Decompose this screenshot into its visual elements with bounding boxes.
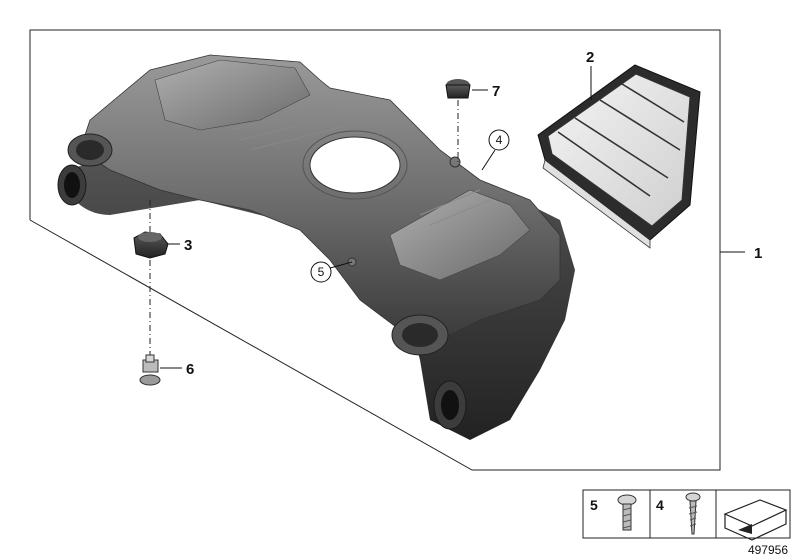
callout-4: 4 (496, 133, 503, 147)
fastener-legend: 5 4 (582, 489, 791, 541)
grommet-part (445, 79, 471, 99)
assembly-frame (29, 29, 721, 471)
air-filter-element (537, 64, 701, 249)
torx-screw-icon (617, 494, 637, 531)
leader-lines (160, 66, 745, 369)
bolt-part (139, 354, 161, 386)
reference-number: 497956 (748, 543, 788, 557)
callout-1: 1 (754, 245, 762, 262)
callout-7: 7 (492, 83, 500, 100)
legend-item-4-number: 4 (656, 497, 664, 513)
direction-arrow-icon (723, 499, 788, 541)
callout-4-circled: 4 (488, 129, 510, 151)
callout-5: 5 (318, 265, 325, 279)
air-filter-housing (57, 54, 575, 440)
self-tapping-screw-icon (685, 492, 701, 535)
rubber-mount-part (133, 231, 169, 259)
callout-2: 2 (586, 49, 594, 66)
callout-6: 6 (186, 361, 194, 378)
legend-item-5-number: 5 (590, 497, 598, 513)
callout-5-circled: 5 (310, 261, 332, 283)
callout-3: 3 (184, 237, 192, 254)
assembly-lines (149, 100, 459, 355)
